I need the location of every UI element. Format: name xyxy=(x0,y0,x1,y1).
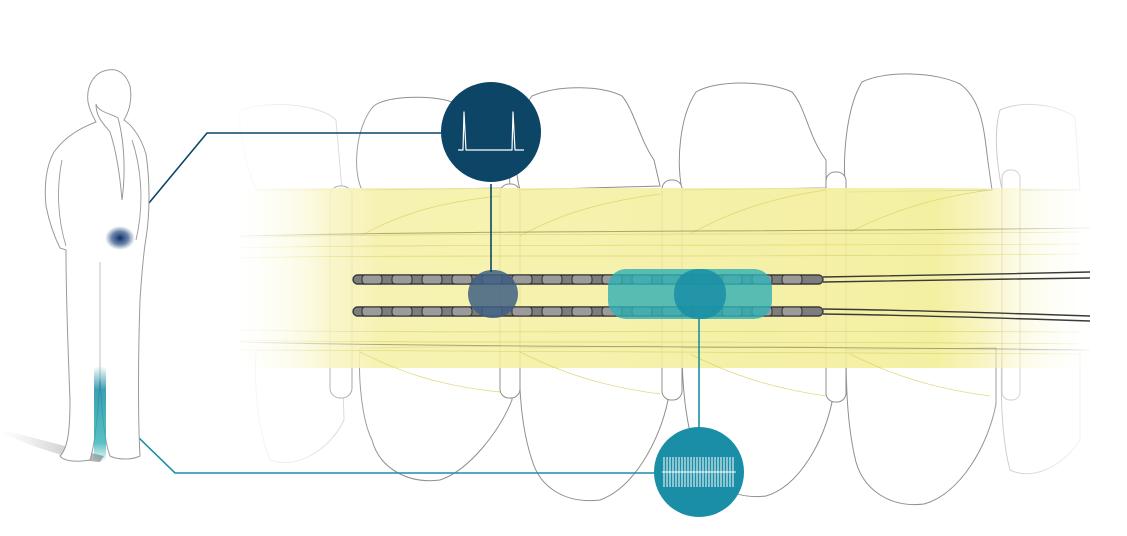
back-pain-marker xyxy=(105,226,135,250)
high-frequency-core-zone xyxy=(674,269,726,319)
hair-outline xyxy=(95,103,125,201)
patient-figure xyxy=(0,69,150,462)
leg-pain-marker xyxy=(94,366,106,462)
arm-outline xyxy=(58,139,142,247)
tonic-waveform-callout xyxy=(441,82,541,182)
tonic-stimulation-zone xyxy=(468,270,518,318)
tonic-waveform-icon xyxy=(458,111,524,151)
high-frequency-waveform-callout xyxy=(654,427,744,517)
high-frequency-waveform-icon xyxy=(662,457,736,487)
